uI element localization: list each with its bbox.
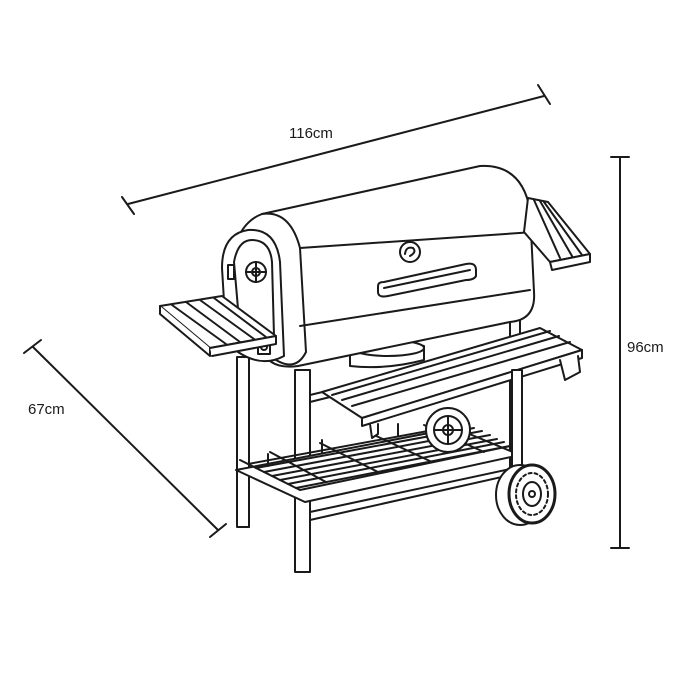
left-side-shelf bbox=[159, 295, 277, 357]
side-vent-dial-icon bbox=[245, 261, 267, 283]
height-label: 96cm bbox=[627, 339, 664, 356]
front-right-leg bbox=[511, 369, 523, 479]
thermometer-icon bbox=[399, 241, 421, 263]
right-side-shelf bbox=[523, 197, 591, 271]
ash-fan-wheel bbox=[425, 407, 471, 453]
width-dimension-line bbox=[121, 84, 551, 215]
depth-dimension-line bbox=[23, 339, 227, 538]
front-shelf bbox=[321, 327, 583, 439]
width-label: 116cm bbox=[289, 125, 333, 142]
lid-handle bbox=[377, 262, 477, 298]
wheel bbox=[495, 463, 557, 526]
depth-label: 67cm bbox=[28, 401, 65, 418]
tool-hooks bbox=[267, 423, 399, 467]
height-dimension-line bbox=[610, 156, 630, 549]
bottom-rack bbox=[235, 423, 521, 503]
